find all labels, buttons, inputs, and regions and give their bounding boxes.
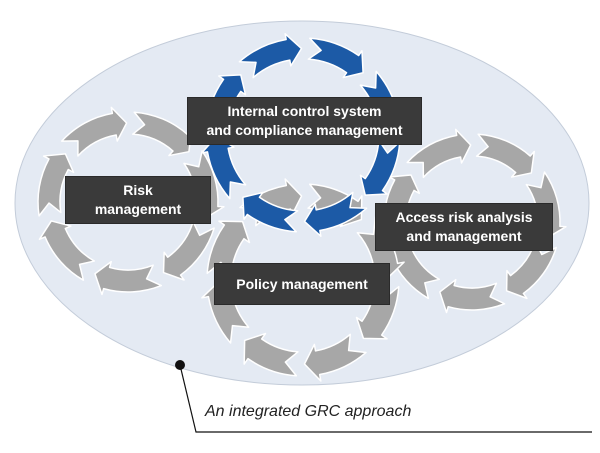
access-risk-label-line1: Access risk analysis (395, 209, 533, 225)
access-cycle-arrow-segment (475, 133, 535, 178)
risk-cycle-arrow-segment (38, 220, 96, 281)
internal-cycle-arrow-segment (307, 37, 364, 79)
risk-cycle-arrow-segment (60, 106, 128, 157)
internal-control-label-line1: Internal control system (227, 103, 382, 119)
internal-cycle-arrow-segment (242, 191, 299, 233)
internal-cycle-arrow-segment (359, 139, 401, 196)
policy-cycle-arrow-segment (303, 333, 367, 382)
internal-cycle-arrow-segment (238, 33, 303, 79)
risk-management-box: Risk management (66, 177, 210, 223)
access-cycle-arrow-segment (406, 128, 472, 179)
internal-cycle-arrow-segment (303, 191, 368, 237)
caption-pointer-dot (175, 360, 185, 370)
internal-control-label-line2: and compliance management (206, 122, 403, 138)
risk-cycle-arrow-segment (131, 111, 193, 157)
risk-cycle-arrow-segment (162, 220, 215, 281)
policy-management-box: Policy management (215, 264, 389, 304)
risk-cycle-arrow-segment (94, 260, 163, 296)
access-risk-label-line2: and management (406, 228, 522, 244)
access-cycle-arrow-segment (439, 278, 506, 314)
caption-leader-line (179, 364, 592, 433)
risk-management-label-line1: Risk (123, 182, 153, 198)
policy-management-label: Policy management (236, 275, 368, 292)
risk-management-label-line2: management (94, 201, 182, 217)
caption-text: An integrated GRC approach (205, 403, 412, 420)
internal-control-box: Internal control system and compliance m… (188, 98, 421, 144)
policy-cycle-arrow-segment (243, 332, 299, 377)
risk-cycle-arrow-segment (37, 153, 75, 217)
access-risk-box: Access risk analysis and management (376, 204, 552, 250)
